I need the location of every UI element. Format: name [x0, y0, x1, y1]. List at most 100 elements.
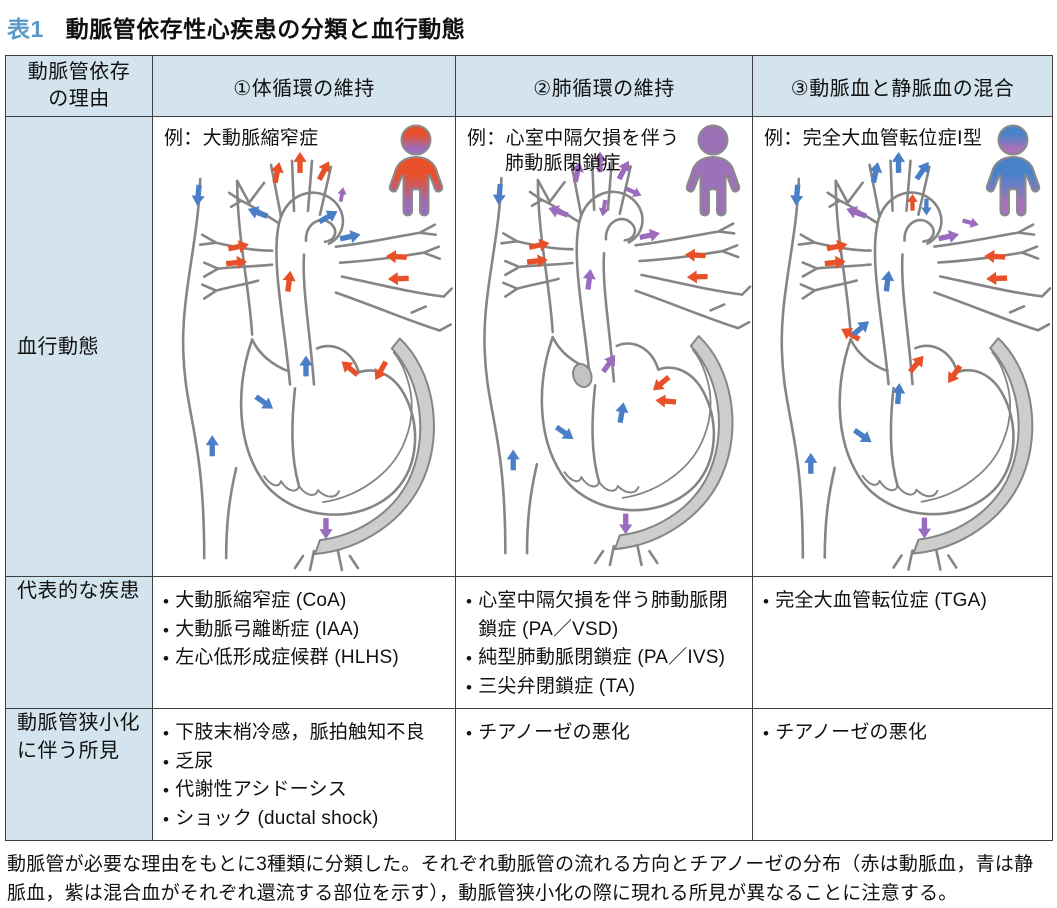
- list-item: •純型肺動脈閉鎖症 (PA／IVS): [466, 644, 745, 673]
- example-label: 例：完全大血管転位症Ⅰ型: [764, 128, 983, 149]
- list-item: •大動脈弓離断症 (IAA): [163, 616, 448, 645]
- red-flow-arrow-icon: [374, 360, 389, 380]
- blue-flow-arrow-icon: [317, 210, 338, 225]
- list-item: •大動脈縮窄症 (CoA): [163, 587, 448, 616]
- purple-flow-arrow-icon: [639, 228, 661, 242]
- red-flow-arrow-icon: [270, 162, 284, 184]
- purple-flow-arrow-icon: [593, 151, 607, 173]
- column-header-pulmonary: ②肺循環の維持: [455, 55, 753, 117]
- blue-flow-arrow-icon: [851, 321, 870, 337]
- bullet-icon: •: [163, 649, 170, 668]
- list-item: •心室中隔欠損を伴う肺動脈閉鎖症 (PA／VSD): [466, 587, 745, 644]
- red-flow-arrow-icon: [385, 250, 407, 264]
- purple-flow-arrow-icon: [625, 186, 642, 198]
- disease-list: •心室中隔欠損を伴う肺動脈閉鎖症 (PA／VSD)•純型肺動脈閉鎖症 (PA／I…: [457, 578, 751, 707]
- blue-flow-arrow-icon: [804, 452, 818, 474]
- atretic-valve-occlusion: [572, 362, 593, 389]
- list-item: •チアノーゼの悪化: [466, 719, 745, 748]
- blue-flow-arrow-icon: [299, 355, 313, 377]
- purple-flow-arrow-icon: [962, 217, 979, 228]
- hemodynamics-cell-pulmonary: 例：心室中隔欠損を伴う肺動脈閉鎖症: [455, 116, 753, 577]
- blue-flow-arrow-icon: [891, 151, 906, 173]
- bullet-icon: •: [163, 592, 170, 611]
- red-flow-arrow-icon: [948, 364, 963, 384]
- blue-flow-arrow-icon: [339, 230, 361, 243]
- corner-header: 動脈管依存 の理由: [5, 55, 153, 117]
- purple-flow-arrow-icon: [619, 513, 633, 535]
- bullet-icon: •: [163, 620, 170, 640]
- list-item: •完全大血管転位症 (TGA): [763, 587, 1045, 616]
- purple-flow-arrow-icon: [601, 354, 616, 374]
- disease-list: •大動脈縮窄症 (CoA)•大動脈弓離断症 (IAA)•左心低形成症候群 (HL…: [154, 578, 454, 679]
- purple-flow-arrow-icon: [598, 199, 609, 217]
- flow-arrows: [790, 151, 1008, 539]
- example-label: 例：心室中隔欠損を伴う肺動脈閉鎖症: [467, 128, 680, 175]
- heart-flow-diagram: [780, 151, 1052, 571]
- blue-flow-arrow-icon: [205, 435, 219, 457]
- red-flow-arrow-icon: [526, 254, 548, 268]
- row-label-diseases: 代表的な疾患: [5, 576, 153, 709]
- patient-figure-icon: [685, 124, 741, 217]
- blue-flow-arrow-icon: [554, 424, 574, 439]
- footnote: 動脈管が必要な理由をもとに3種類に分類した。それぞれ動脈管の流れる方向とチアノー…: [7, 854, 1034, 904]
- red-flow-arrow-icon: [986, 271, 1008, 286]
- header-row: 動脈管依存 の理由 ①体循環の維持 ②肺循環の維持 ③動脈血と静脈血の混合: [5, 55, 1053, 117]
- bullet-icon: •: [466, 649, 473, 668]
- purple-flow-arrow-icon: [846, 206, 867, 219]
- bullet-icon: •: [466, 592, 473, 611]
- red-flow-arrow-icon: [841, 328, 861, 342]
- red-flow-arrow-icon: [826, 239, 848, 253]
- row-label-hemodynamics: 血行動態: [5, 116, 153, 577]
- hemodynamics-cell-mixing: 例：完全大血管転位症Ⅰ型: [752, 116, 1053, 577]
- table-title: 表1 動脈管依存性心疾患の分類と血行動態: [5, 6, 1052, 55]
- finding-list: •下肢末梢冷感，脈拍触知不良•乏尿•代謝性アシドーシス•ショック (ductal…: [154, 710, 454, 839]
- blue-flow-arrow-icon: [881, 270, 895, 292]
- blue-flow-arrow-icon: [914, 161, 929, 181]
- finding-list: •チアノーゼの悪化: [457, 710, 751, 754]
- table-number: 表1: [7, 16, 44, 42]
- disease-list: •完全大血管転位症 (TGA): [754, 578, 1051, 622]
- patient-figure-icon: [388, 124, 444, 217]
- purple-flow-arrow-icon: [571, 161, 584, 183]
- diseases-cell-systemic: •大動脈縮窄症 (CoA)•大動脈弓離断症 (IAA)•左心低形成症候群 (HL…: [152, 576, 456, 709]
- blue-flow-arrow-icon: [790, 184, 804, 206]
- classification-table: 動脈管依存 の理由 ①体循環の維持 ②肺循環の維持 ③動脈血と静脈血の混合 血行…: [5, 55, 1053, 841]
- blue-flow-arrow-icon: [247, 206, 269, 219]
- purple-flow-arrow-icon: [938, 229, 960, 243]
- findings-cell-pulmonary: •チアノーゼの悪化: [455, 708, 753, 841]
- flow-arrows: [191, 151, 409, 540]
- findings-cell-mixing: •チアノーゼの悪化: [752, 708, 1053, 841]
- column-header-systemic: ①体循環の維持: [152, 55, 456, 117]
- red-flow-arrow-icon: [684, 248, 706, 262]
- red-flow-arrow-icon: [907, 355, 924, 374]
- hemodynamics-row: 血行動態 例：大動脈縮窄症 例：心室中隔欠損を伴う肺動脈閉鎖症: [5, 116, 1053, 577]
- blue-flow-arrow-icon: [506, 449, 520, 471]
- purple-flow-arrow-icon: [548, 205, 569, 218]
- blue-flow-arrow-icon: [892, 383, 906, 405]
- flow-arrows: [492, 151, 708, 535]
- hemodynamics-cell-systemic: 例：大動脈縮窄症: [152, 116, 456, 577]
- bullet-icon: •: [163, 809, 170, 829]
- red-flow-arrow-icon: [227, 240, 249, 253]
- row-label-findings: 動脈管狭小化 に伴う所見: [5, 708, 153, 841]
- page-title: 動脈管依存性心疾患の分類と血行動態: [65, 16, 466, 42]
- red-flow-arrow-icon: [387, 272, 409, 286]
- findings-cell-systemic: •下肢末梢冷感，脈拍触知不良•乏尿•代謝性アシドーシス•ショック (ductal…: [152, 708, 456, 841]
- patient-figure-icon: [985, 124, 1041, 217]
- purple-flow-arrow-icon: [582, 269, 596, 290]
- red-flow-arrow-icon: [341, 361, 360, 377]
- list-item: •下肢末梢冷感，脈拍触知不良: [163, 719, 448, 748]
- heart-flow-diagram: [181, 151, 453, 572]
- column-header-mixing: ③動脈血と静脈血の混合: [752, 55, 1053, 117]
- red-flow-arrow-icon: [984, 249, 1006, 264]
- findings-row: 動脈管狭小化 に伴う所見 •下肢末梢冷感，脈拍触知不良•乏尿•代謝性アシドーシス…: [5, 708, 1053, 841]
- blue-flow-arrow-icon: [869, 162, 883, 184]
- diseases-cell-mixing: •完全大血管転位症 (TGA): [752, 576, 1053, 709]
- purple-flow-arrow-icon: [616, 160, 630, 181]
- purple-flow-arrow-icon: [917, 517, 932, 539]
- red-flow-arrow-icon: [316, 161, 331, 181]
- blue-flow-arrow-icon: [921, 198, 932, 216]
- blue-flow-arrow-icon: [615, 402, 629, 424]
- list-item: •三尖弁閉鎖症 (TA): [466, 673, 745, 702]
- blue-flow-arrow-icon: [852, 428, 872, 443]
